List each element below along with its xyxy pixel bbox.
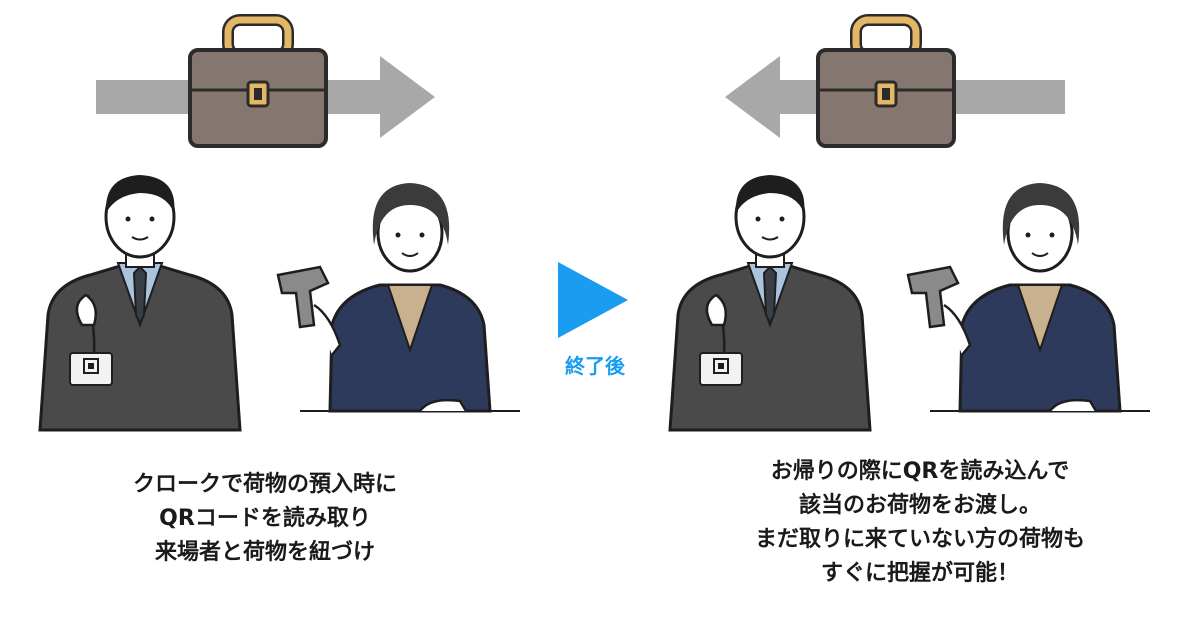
caption-line: すぐに把握が可能！ bbox=[820, 561, 1019, 586]
after-illustration bbox=[668, 14, 1150, 432]
caption-line: 来場者と荷物を紐づけ bbox=[154, 540, 375, 565]
qr-badge-icon bbox=[699, 352, 743, 386]
caption-line: 該当のお荷物をお渡し。 bbox=[798, 493, 1041, 518]
briefcase-icon bbox=[816, 14, 956, 148]
barcode-scanner-icon bbox=[906, 265, 960, 329]
play-arrow-icon bbox=[558, 262, 628, 338]
after-label: 終了後 bbox=[565, 354, 625, 378]
barcode-scanner-icon bbox=[276, 265, 330, 329]
qr-badge-icon bbox=[69, 352, 113, 386]
before-caption: クロークで荷物の預入時に QRコードを読み取り 来場者と荷物を紐づけ bbox=[0, 468, 530, 570]
transition-marker: 終了後 bbox=[540, 258, 650, 388]
staff-man bbox=[38, 175, 242, 432]
after-panel: お帰りの際にQRを読み込んで 該当のお荷物をお渡し。 まだ取りに来ていない方の荷… bbox=[640, 0, 1200, 625]
caption-line: クロークで荷物の預入時に bbox=[132, 472, 397, 497]
caption-line: QRコードを読み取り bbox=[159, 506, 371, 531]
staff-woman bbox=[906, 183, 1150, 413]
caption-line: まだ取りに来ていない方の荷物も bbox=[754, 527, 1085, 552]
staff-man bbox=[668, 175, 872, 432]
caption-line: お帰りの際にQRを読み込んで bbox=[770, 459, 1070, 484]
before-illustration bbox=[38, 14, 520, 432]
after-caption: お帰りの際にQRを読み込んで 該当のお荷物をお渡し。 まだ取りに来ていない方の荷… bbox=[640, 455, 1200, 591]
before-panel: クロークで荷物の預入時に QRコードを読み取り 来場者と荷物を紐づけ bbox=[0, 0, 560, 625]
briefcase-icon bbox=[188, 14, 328, 148]
staff-woman bbox=[276, 183, 520, 413]
